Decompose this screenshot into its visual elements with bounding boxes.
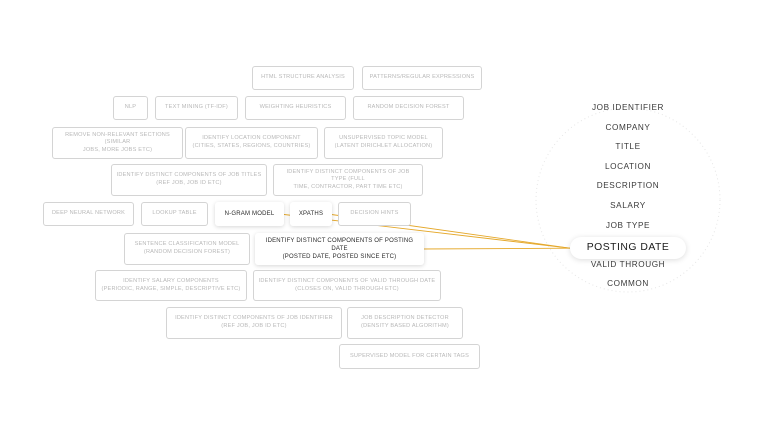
technique-box-decision-hints[interactable]: DECISION HINTS <box>338 202 411 226</box>
link-posting-date-components <box>419 247 571 250</box>
technique-box-job-identifier-components[interactable]: IDENTIFY DISTINCT COMPONENTS OF JOB IDEN… <box>166 307 342 339</box>
technique-box-job-type[interactable]: IDENTIFY DISTINCT COMPONENTS OF JOB TYPE… <box>273 164 423 196</box>
technique-box-xpaths[interactable]: XPATHS <box>290 202 332 226</box>
category-location[interactable]: LOCATION <box>604 161 652 171</box>
category-salary[interactable]: SALARY <box>610 201 646 210</box>
technique-box-job-titles[interactable]: IDENTIFY DISTINCT COMPONENTS OF JOB TITL… <box>111 164 267 196</box>
technique-box-valid-through-components[interactable]: IDENTIFY DISTINCT COMPONENTS OF VALID TH… <box>253 270 441 301</box>
technique-box-location-component[interactable]: IDENTIFY LOCATION COMPONENT (CITIES, STA… <box>185 127 318 159</box>
technique-box-posting-date-components[interactable]: IDENTIFY DISTINCT COMPONENTS OF POSTING … <box>255 233 424 265</box>
category-posting-date[interactable]: POSTING DATE <box>570 237 686 260</box>
technique-box-lookup-table[interactable]: LOOKUP TABLE <box>141 202 208 226</box>
category-common[interactable]: COMMON <box>607 279 649 289</box>
category-company[interactable]: COMPANY <box>605 122 651 132</box>
technique-box-text-mining[interactable]: TEXT MINING (TF-IDF) <box>155 96 238 120</box>
category-halo <box>535 107 721 293</box>
technique-box-topic-model[interactable]: UNSUPERVISED TOPIC MODEL (LATENT DIRICHL… <box>324 127 443 159</box>
category-title[interactable]: TITLE <box>615 142 641 152</box>
category-description[interactable]: DESCRIPTION <box>596 181 660 191</box>
category-valid-through[interactable]: VALID THROUGH <box>590 259 666 269</box>
technique-box-supervised[interactable]: SUPERVISED MODEL FOR CERTAIN TAGS <box>339 344 480 369</box>
technique-box-deep-nn[interactable]: DEEP NEURAL NETWORK <box>43 202 134 226</box>
category-job-type[interactable]: JOB TYPE <box>605 220 651 230</box>
technique-box-sentence-classification[interactable]: SENTENCE CLASSIFICATION MODEL (RANDOM DE… <box>124 233 250 265</box>
technique-box-weighting[interactable]: WEIGHTING HEURISTICS <box>245 96 346 120</box>
technique-box-n-gram[interactable]: N-GRAM MODEL <box>215 202 284 226</box>
category-job-identifier[interactable]: JOB IDENTIFIER <box>591 103 665 112</box>
technique-box-desc-detector[interactable]: JOB DESCRIPTION DETECTOR (DENSITY BASED … <box>347 307 463 339</box>
technique-box-html-structure[interactable]: HTML STRUCTURE ANALYSIS <box>252 66 354 90</box>
technique-box-salary-components[interactable]: IDENTIFY SALARY COMPONENTS (PERIODIC, RA… <box>95 270 247 301</box>
technique-box-random-forest[interactable]: RANDOM DECISION FOREST <box>353 96 464 120</box>
technique-box-remove-sections[interactable]: REMOVE NON-RELEVANT SECTIONS (SIMILAR JO… <box>52 127 183 159</box>
technique-box-patterns[interactable]: PATTERNS/REGULAR EXPRESSIONS <box>362 66 482 90</box>
technique-box-nlp[interactable]: NLP <box>113 96 148 120</box>
